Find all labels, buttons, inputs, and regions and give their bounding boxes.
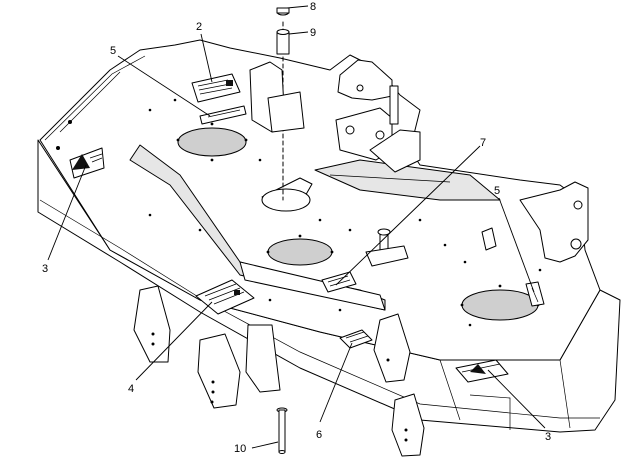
callout-numbers: 8 9 2 5 3 4 6 7 5 3 10 [42,1,551,455]
top-hardware [276,7,290,55]
callout-2: 2 [196,21,202,33]
callout-9: 9 [310,27,316,39]
decal-6 [339,329,373,349]
mower-deck [37,39,621,433]
callout-8: 8 [310,1,316,13]
center-baffle [129,144,501,311]
center-blade-opening [267,238,333,266]
leader-lines [47,5,546,449]
decal-5-right [525,281,545,307]
callout-6: 6 [316,429,322,441]
spacer [276,31,290,55]
rear-brackets [249,59,421,173]
mounting-holes [56,98,542,327]
spindle-plate [261,21,313,212]
callout-3-left: 3 [42,263,48,275]
right-bracket [481,181,589,263]
decals [69,73,545,383]
callout-4: 4 [128,383,134,395]
decal-5-left [199,105,247,125]
bolt [276,407,288,454]
blade-openings [176,122,540,321]
left-blade-opening [177,127,247,157]
callout-5-right: 5 [494,185,500,197]
callout-10: 10 [234,443,246,455]
front-anchor-brackets [133,285,425,457]
callout-7: 7 [480,137,486,149]
callout-5-left: 5 [110,45,116,57]
callout-3-right: 3 [545,431,551,443]
right-blade-opening [461,289,539,321]
idler-post [365,228,409,267]
